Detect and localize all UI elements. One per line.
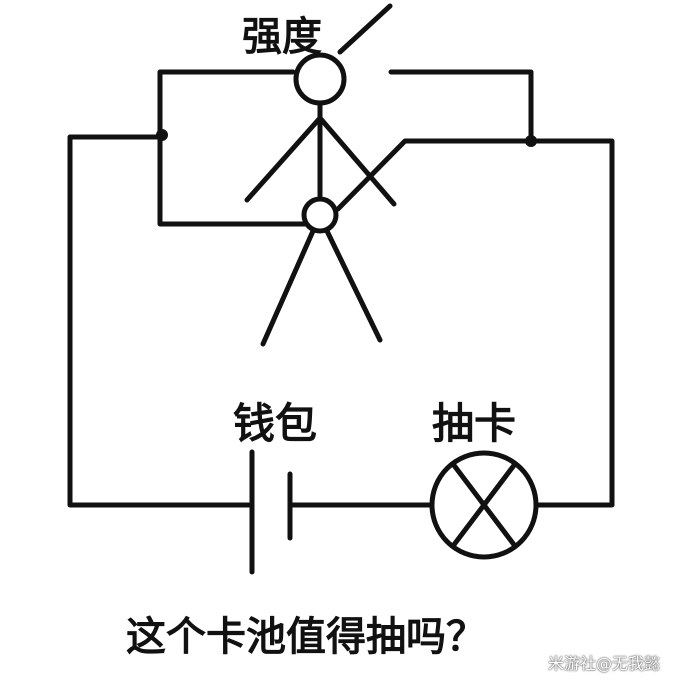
right-branch-wire: [335, 69, 534, 212]
stick-figure-icon: [244, 52, 397, 347]
question-caption: 这个卡池值得抽吗？: [126, 614, 486, 660]
watermark: 米游社@无我懿: [548, 654, 661, 673]
left-branch-wire: [157, 69, 308, 227]
strength-label: 强度: [242, 14, 322, 60]
outer-wire-right: [528, 138, 615, 508]
battery-symbol-icon: [249, 449, 293, 575]
wallet-label: 钱包: [233, 399, 318, 448]
outer-wire-left: [67, 134, 253, 508]
gacha-label: 抽卡: [432, 399, 517, 448]
lamp-symbol-icon: [429, 450, 539, 560]
right-junction-dot: [525, 135, 537, 147]
switch-lever-icon: [337, 3, 393, 55]
left-junction-dot: [156, 129, 168, 141]
